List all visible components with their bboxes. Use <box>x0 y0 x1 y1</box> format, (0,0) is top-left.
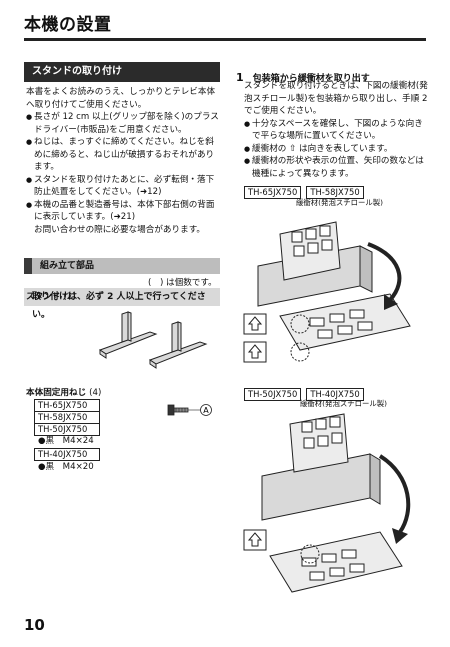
screw-callout: A <box>203 406 209 415</box>
bullet-screw-straight: ねじは、まっすぐに締めてください。ねじを斜めに締めると、ねじ山が破損するおそれが… <box>26 136 222 174</box>
model-badge: TH-50JX750 <box>34 424 100 436</box>
fig1-model-badges: TH-65JX750 TH-58JX750 <box>244 180 364 199</box>
screw-icon: A <box>167 404 212 416</box>
bullet-tail: お問い合わせの際に必要な場合があります。 <box>34 224 206 235</box>
packing-illustration-2 <box>243 413 411 593</box>
screw-spec-2: ●黒 M4×20 <box>38 462 94 472</box>
stand-heading: スタンド (2) <box>26 290 76 302</box>
step-1-heading: 1 包装箱から緩衝材を取り出す <box>236 66 370 85</box>
page-number: 10 <box>24 616 45 634</box>
fig2-label: 緩衝材(発泡スチロール製) <box>300 399 388 408</box>
left-intro-block: 本書をよくお読みのうえ、しっかりとテレビ本体へ取り付けてご使用ください。 長さが… <box>26 86 222 236</box>
model-badge: TH-65JX750 <box>244 186 302 199</box>
section-heading: スタンドの取り付け <box>24 62 220 82</box>
screw-model-group-1: TH-65JX750 TH-58JX750 TH-50JX750 <box>34 399 100 436</box>
fig2-model-badges: TH-50JX750 TH-40JX750 <box>244 382 364 401</box>
parts-heading: 組み立て部品 <box>24 258 220 274</box>
step-number: 1 <box>236 71 244 84</box>
model-badge: TH-50JX750 <box>244 388 302 401</box>
title-divider <box>24 38 426 41</box>
intro-text: 本書をよくお読みのうえ、しっかりとテレビ本体へ取り付けてご使用ください。 <box>26 87 216 110</box>
bullet-fall-prevention: スタンドを取り付けたあとに、必ず転倒・落下防止処置をしてください。(➜12) <box>26 174 222 199</box>
stand-count: (2) <box>63 292 76 302</box>
fig1-label: 緩衝材(発泡スチロール製) <box>296 198 384 207</box>
packing-illustration-1 <box>243 221 411 363</box>
screw-count: (4) <box>89 388 102 398</box>
bullet-model-number: 本機の品番と製造番号は、本体下部右側の背面に表示しています。(➜21) <box>26 199 222 224</box>
warning-bar: 取り付けは、必ず 2 人以上で行ってください。 <box>24 288 220 320</box>
screw-label: 本体固定用ねじ <box>26 388 87 398</box>
page-title: 本機の設置 <box>24 15 112 35</box>
model-badge: TH-40JX750 <box>306 388 364 401</box>
model-badge: TH-58JX750 <box>34 412 100 424</box>
step-text: スタンドを取り付けるときは、下図の緩衝材(発泡スチロール製)を包装箱から取り出し… <box>244 81 428 116</box>
model-badge: TH-58JX750 <box>306 186 364 199</box>
step-title: 包装箱から緩衝材を取り出す <box>252 74 370 84</box>
bullet-screwdriver: 長さが 12 cm 以上(グリップ部を除く)のプラスドライバー(市販品)をご用意… <box>26 111 222 136</box>
screw-heading: 本体固定用ねじ (4) <box>26 386 101 398</box>
bullet-shape-varies: 緩衝材の形状や表示の位置、矢印の数などは機種によって異なります。 <box>244 155 430 180</box>
screw-model-group-2: TH-40JX750 <box>34 448 100 461</box>
stand-illustration <box>98 311 208 369</box>
model-badge: TH-40JX750 <box>34 448 100 461</box>
step-1-body: スタンドを取り付けるときは、下図の緩衝材(発泡スチロール製)を包装箱から取り出し… <box>244 80 430 180</box>
model-badge: TH-65JX750 <box>34 399 100 412</box>
count-note: ( ) は個数です。 <box>148 278 217 288</box>
bullet-space: 十分なスペースを確保し、下図のような向きで平らな場所に置いてください。 <box>244 118 430 143</box>
stand-label: スタンド <box>26 292 61 302</box>
screw-spec-1: ●黒 M4×24 <box>38 436 94 446</box>
bullet-arrow-mark: 緩衝材の ⇧ は向きを表しています。 <box>244 143 430 156</box>
